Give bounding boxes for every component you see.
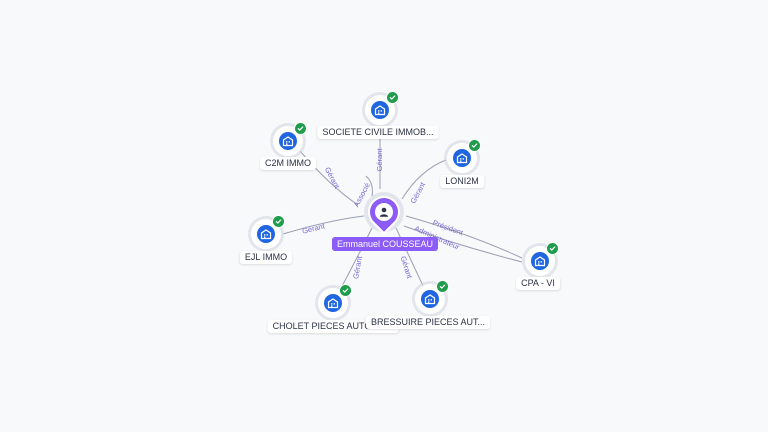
building-icon: [531, 252, 549, 270]
verified-check-icon: [294, 122, 307, 135]
company-label-c2m-immo[interactable]: C2M IMMO: [260, 157, 316, 170]
verified-check-icon: [272, 215, 285, 228]
company-label-cpa-vi[interactable]: CPA - VI: [516, 277, 560, 290]
building-icon: [324, 294, 342, 312]
building-icon: [421, 290, 439, 308]
verified-check-icon: [468, 139, 481, 152]
edge-label-ejl-immo: Gérant: [301, 221, 326, 236]
person-icon: [375, 203, 393, 221]
company-node-c2m-immo[interactable]: [273, 122, 307, 156]
edge-cpa-vi: [403, 225, 523, 263]
building-icon: [453, 149, 471, 167]
center-node-label[interactable]: Emmanuel COUSSEAU: [331, 237, 439, 251]
company-node-cpa-vi[interactable]: [525, 242, 559, 276]
edge-label-cholet-pieces: Gérant: [351, 255, 364, 280]
building-icon: [257, 225, 275, 243]
company-label-ejl-immo[interactable]: EJL IMMO: [239, 251, 293, 264]
verified-check-icon: [436, 280, 449, 293]
edge-ejl-immo: [282, 215, 365, 235]
company-label-loni2m[interactable]: LONI2M: [440, 175, 484, 188]
edge-label-bressuire-pieces: Gérant: [399, 255, 415, 280]
edge-bressuire-pieces: [395, 227, 425, 289]
edge-label-loni2m: Gérant: [408, 180, 427, 205]
company-node-societe-civile[interactable]: [365, 91, 399, 125]
company-label-bressuire-pieces[interactable]: BRESSUIRE PIECES AUT...: [365, 316, 491, 329]
edge-loni2m: [401, 159, 447, 200]
company-label-cholet-pieces[interactable]: CHOLET PIECES AUTOMO...: [267, 320, 399, 333]
company-node-loni2m[interactable]: [447, 139, 481, 173]
company-node-bressuire-pieces[interactable]: [415, 280, 449, 314]
company-node-cholet-pieces[interactable]: [318, 284, 352, 318]
company-node-ejl-immo[interactable]: [251, 215, 285, 249]
edge-label-societe-civile: Gérant: [375, 148, 384, 172]
edge-societe-civile: [365, 175, 373, 197]
building-icon: [371, 101, 389, 119]
verified-check-icon: [339, 284, 352, 297]
building-icon: [279, 132, 297, 150]
verified-check-icon: [546, 242, 559, 255]
verified-check-icon: [386, 91, 399, 104]
company-label-societe-civile[interactable]: SOCIETE CIVILE IMMOB...: [317, 126, 439, 139]
edge-cpa-vi: [405, 215, 523, 259]
